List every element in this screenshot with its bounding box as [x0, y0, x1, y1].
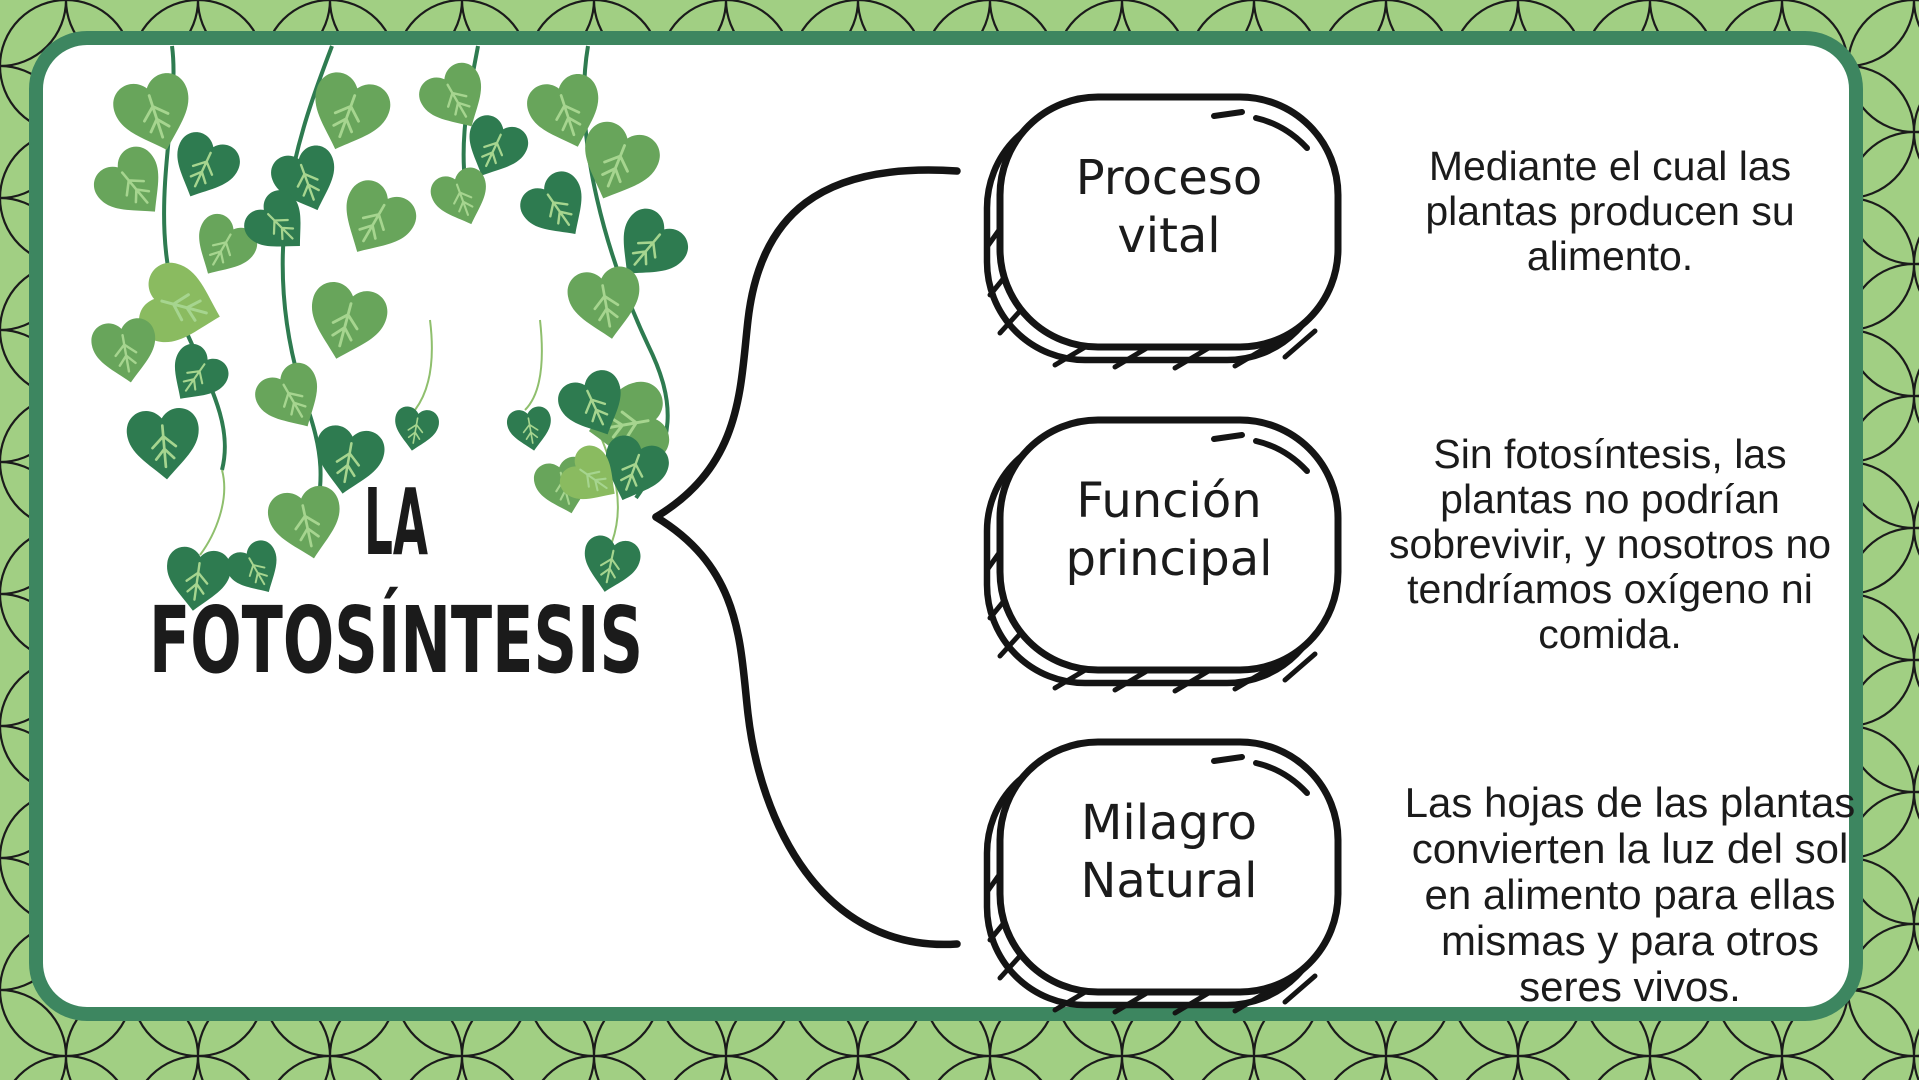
description-funcion-principal: Sin fotosíntesis, las plantas no podrían… [1388, 431, 1832, 657]
curly-brace-icon [652, 166, 961, 949]
description-milagro-natural: Las hojas de las plantas convierten la l… [1404, 779, 1856, 1010]
title-line1: LA [364, 469, 428, 576]
description-proceso-vital: Mediante el cual las plantas producen su… [1425, 143, 1795, 279]
vine-leaves-illustration [85, 45, 697, 617]
title-line2: FOTOSÍNTESIS [149, 586, 643, 694]
page-title: LA FOTOSÍNTESIS [149, 469, 643, 694]
bubble-label-milagro-natural: Milagro Natural [1080, 795, 1258, 909]
bubble-label-funcion-principal: Función principal [1065, 473, 1273, 587]
bubble-label-proceso-vital: Proceso vital [1075, 150, 1263, 264]
